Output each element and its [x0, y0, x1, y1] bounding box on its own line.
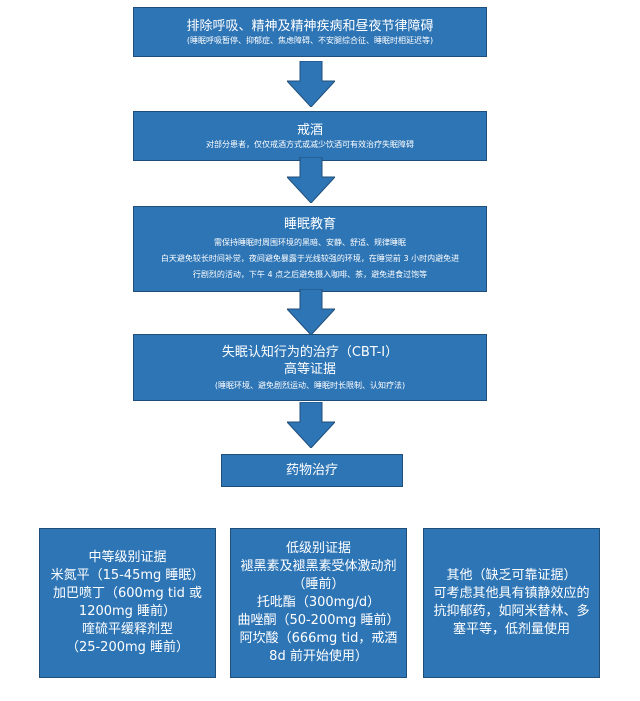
evidence-line: 塞平等，低剂量使用	[452, 622, 570, 637]
evidence-line: （睡前）	[292, 577, 345, 592]
down-arrow-icon	[287, 157, 335, 203]
evidence-heading: 中等级别证据	[88, 550, 167, 565]
step-subtitle: (睡眠呼吸暂停、抑郁症、焦虑障碍、不安腿综合征、睡眠时相延迟等)	[186, 35, 434, 45]
evidence-line: 阿坎酸（666mg tid，戒酒	[239, 631, 398, 646]
evidence-line: 喹硫平缓释剂型	[81, 622, 173, 637]
evidence-line: 曲唑酮（50-200mg 睡前）	[237, 613, 400, 628]
evidence-line: （25-200mg 睡前）	[65, 640, 190, 655]
step-subtitle: (睡眠环境、避免剧烈运动、睡眠时长限制、认知疗法)	[214, 380, 406, 390]
evidence-line: 1200mg 睡前）	[78, 604, 177, 619]
step-medication: 药物治疗	[221, 454, 403, 487]
evidence-other: 其他（缺乏可靠证据） 可考虑其他具有镇静效应的 抗抑郁药，如阿米替林、多 塞平等…	[423, 528, 600, 678]
evidence-line: 托吡酯（300mg/d）	[256, 595, 381, 610]
step-exclude-disorders: 排除呼吸、精神及精神疾病和昼夜节律障碍 (睡眠呼吸暂停、抑郁症、焦虑障碍、不安腿…	[133, 7, 487, 57]
evidence-line: 加巴喷丁（600mg tid 或	[53, 586, 202, 601]
down-arrow-icon	[287, 402, 335, 448]
step-line: 需保持睡眠时周围环境的黑暗、安静、舒适、规律睡眠	[214, 237, 406, 247]
evidence-line: 8d 前开始使用）	[269, 649, 368, 664]
step-title: 戒酒	[296, 122, 323, 138]
step-title: 睡眠教育	[283, 216, 336, 232]
step-subtitle: 对部分患者，仅仅戒酒方式或减少饮酒可有效治疗失眠障碍	[206, 139, 414, 149]
step-sleep-education: 睡眠教育 需保持睡眠时周围环境的黑暗、安静、舒适、规律睡眠 白天避免较长时间补觉…	[133, 206, 487, 292]
step-line: 白天避免较长时间补觉，夜间避免暴露于光线较强的环境，在睡觉前 3 小时内避免进	[160, 253, 460, 263]
step-title: 排除呼吸、精神及精神疾病和昼夜节律障碍	[186, 18, 434, 34]
down-arrow-icon	[287, 61, 335, 107]
step-cbt-i: 失眠认知行为的治疗（CBT-I） 高等证据 (睡眠环境、避免剧烈运动、睡眠时长限…	[133, 334, 487, 401]
evidence-heading: 低级别证据	[285, 541, 351, 556]
evidence-heading: 其他（缺乏可靠证据）	[446, 568, 577, 583]
evidence-low: 低级别证据 褪黑素及褪黑素受体激动剂 （睡前） 托吡酯（300mg/d） 曲唑酮…	[230, 528, 407, 678]
evidence-line: 褪黑素及褪黑素受体激动剂	[240, 559, 397, 574]
down-arrow-icon	[287, 289, 335, 335]
evidence-moderate: 中等级别证据 米氮平（15-45mg 睡眠） 加巴喷丁（600mg tid 或 …	[39, 528, 216, 678]
evidence-line: 抗抑郁药，如阿米替林、多	[433, 604, 590, 619]
evidence-level: 高等证据	[283, 361, 336, 377]
evidence-line: 米氮平（15-45mg 睡眠）	[50, 568, 205, 583]
step-title: 失眠认知行为的治疗（CBT-I）	[221, 344, 399, 360]
step-title: 药物治疗	[285, 463, 338, 478]
step-line: 行剧烈的活动，下午 4 点之后避免摄入咖啡、茶，避免进食过饱等	[192, 269, 428, 279]
evidence-line: 可考虑其他具有镇静效应的	[433, 586, 590, 601]
step-quit-alcohol: 戒酒 对部分患者，仅仅戒酒方式或减少饮酒可有效治疗失眠障碍	[133, 111, 487, 161]
